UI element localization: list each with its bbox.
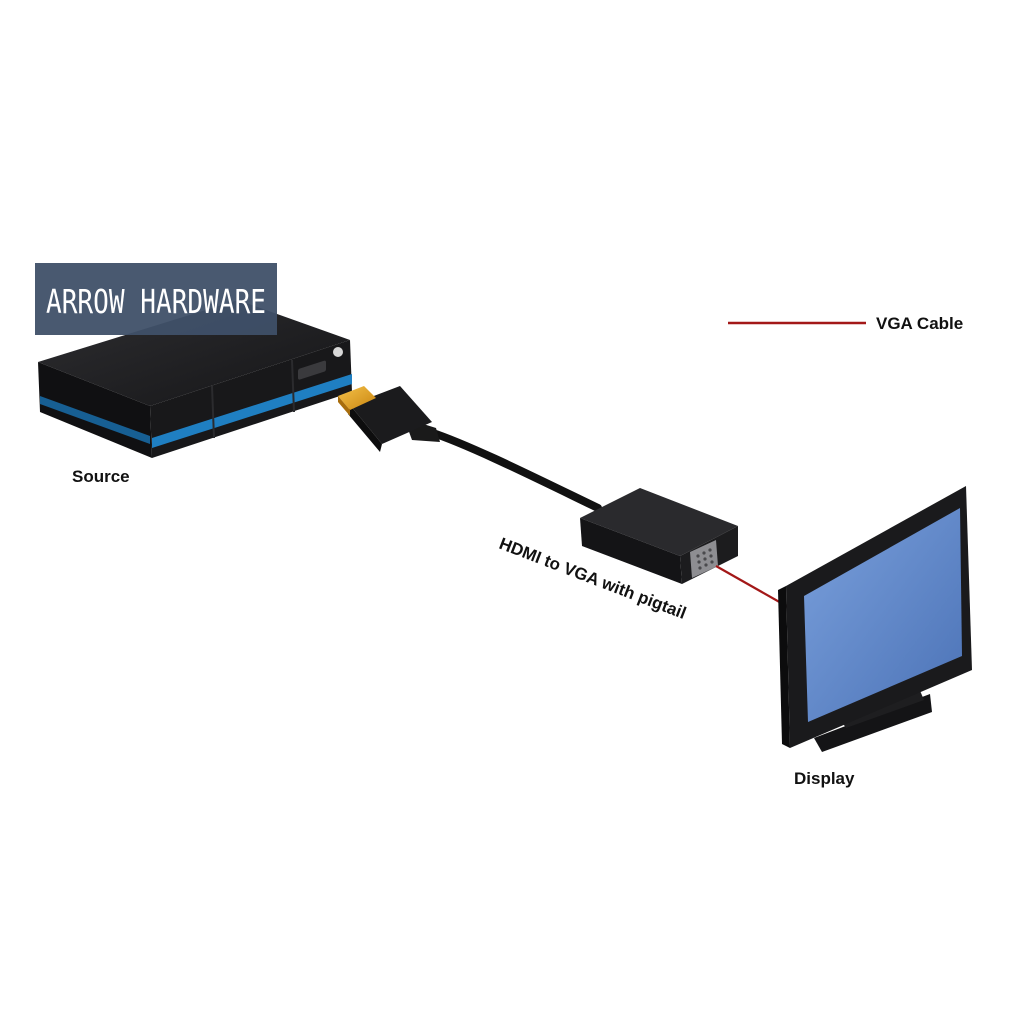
legend-vga-label: VGA Cable (876, 314, 963, 333)
source-light-strip (152, 374, 352, 448)
watermark-text: ARROW HARDWARE (46, 282, 266, 321)
monitor-screen (804, 508, 962, 722)
source-label: Source (72, 467, 130, 486)
brand-watermark: ARROW HARDWARE (35, 263, 277, 335)
display-label: Display (794, 769, 855, 788)
source-power-button (333, 347, 343, 357)
display-monitor (778, 486, 972, 752)
legend: VGA Cable (728, 314, 963, 333)
hdmi-gold-plug-icon (338, 386, 376, 410)
hdmi-cable (338, 386, 602, 512)
watermark-banner (35, 263, 277, 335)
source-hdmi-port (298, 360, 326, 380)
vga-cable-line (715, 565, 791, 609)
hdmi-vga-adapter (580, 488, 738, 584)
